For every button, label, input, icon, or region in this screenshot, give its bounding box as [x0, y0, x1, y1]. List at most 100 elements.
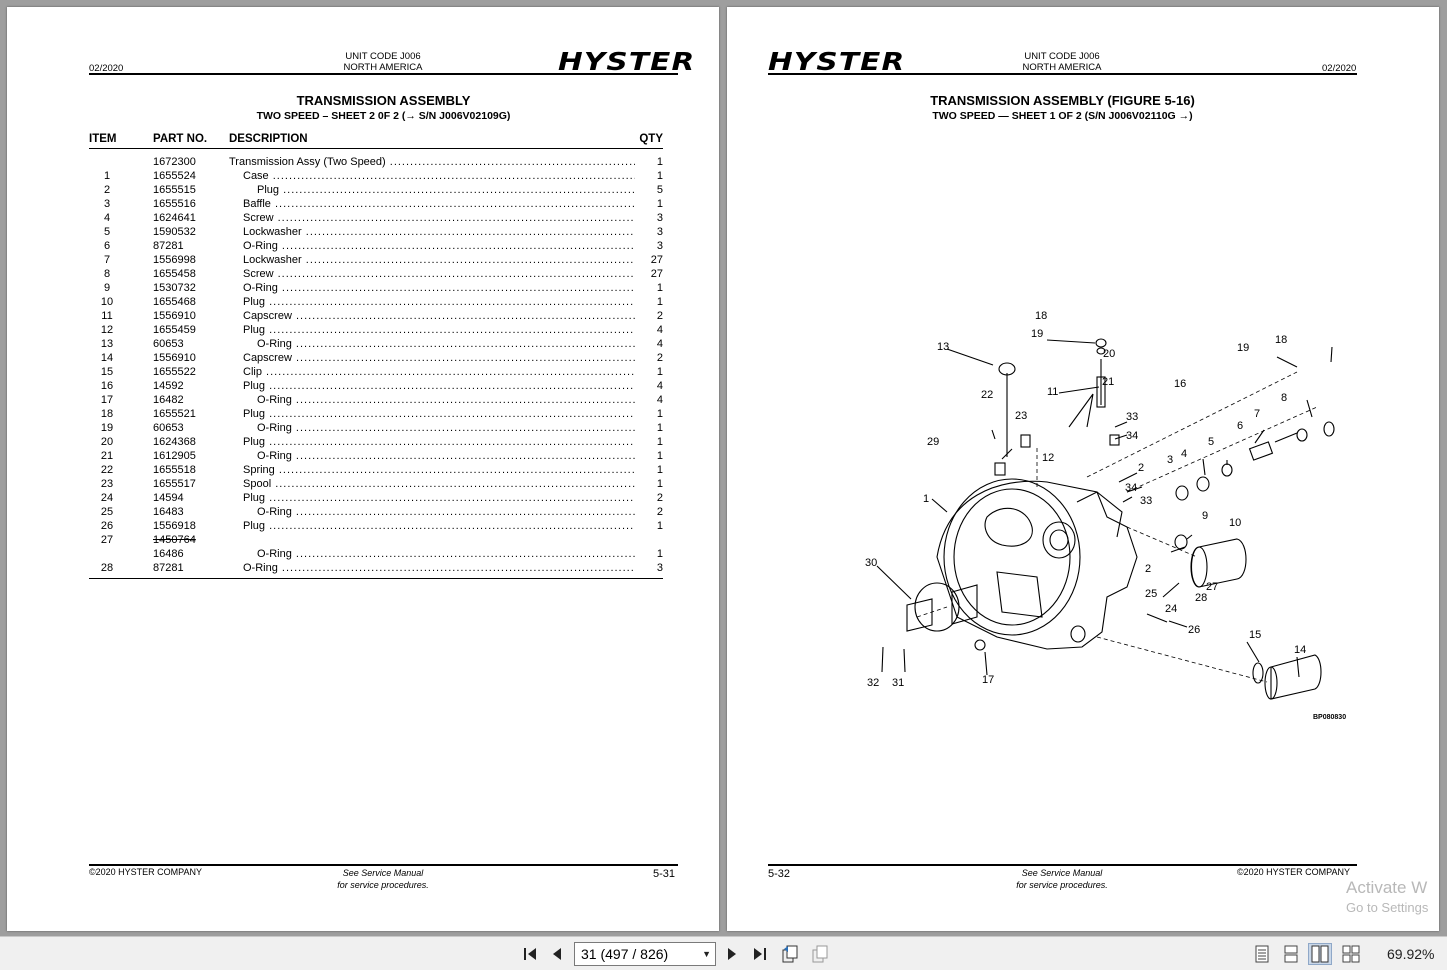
row-description: Plug ...................................… — [243, 491, 635, 505]
row-description-text: Screw — [243, 212, 274, 224]
row-description-text: O-Ring — [257, 506, 292, 518]
row-item: 28 — [100, 562, 114, 574]
row-item: 14 — [100, 352, 114, 364]
row-part-number: 14594 — [153, 492, 184, 504]
row-qty: 1 — [656, 464, 663, 476]
leader-dots: ........................................… — [305, 254, 635, 266]
svg-text:3: 3 — [1167, 454, 1173, 466]
row-part-number: 1556910 — [153, 310, 196, 322]
row-part-number: 1655524 — [153, 170, 196, 182]
last-page-icon[interactable] — [749, 943, 771, 965]
zoom-level[interactable]: 69.92% — [1387, 946, 1435, 962]
previous-view-icon[interactable] — [779, 943, 801, 965]
svg-text:21: 21 — [1102, 376, 1114, 388]
row-qty: 3 — [656, 226, 663, 238]
svg-text:19: 19 — [1237, 342, 1249, 354]
row-description-text: Capscrew — [243, 352, 292, 364]
row-description: Clip ...................................… — [243, 365, 635, 379]
footer-rule — [89, 864, 678, 866]
leader-dots: ........................................… — [389, 156, 635, 168]
page-5-31: 02/2020 UNIT CODE J006 NORTH AMERICA HYS… — [7, 7, 719, 931]
row-part-number: 14592 — [153, 380, 184, 392]
leader-dots: ........................................… — [295, 338, 635, 350]
row-description-text: O-Ring — [257, 422, 292, 434]
row-item: 12 — [100, 324, 114, 336]
activate-windows-watermark: Activate W Go to Settings — [1346, 878, 1428, 915]
svg-text:31: 31 — [892, 677, 904, 689]
svg-text:27: 27 — [1206, 581, 1218, 593]
next-page-icon[interactable] — [721, 943, 743, 965]
footer-note-line2: for service procedures. — [1016, 880, 1108, 890]
svg-text:15: 15 — [1249, 629, 1261, 641]
next-view-icon[interactable] — [809, 943, 831, 965]
row-part-number: 1655516 — [153, 198, 196, 210]
prev-page-icon[interactable] — [546, 943, 568, 965]
col-item: ITEM — [89, 133, 117, 145]
row-part-number: 1655518 — [153, 464, 196, 476]
row-qty: 4 — [656, 324, 663, 336]
svg-text:32: 32 — [867, 677, 879, 689]
row-description: Capscrew ...............................… — [243, 309, 635, 323]
row-part-number: 1655515 — [153, 184, 196, 196]
svg-text:14: 14 — [1294, 644, 1306, 656]
row-part-number: 1655517 — [153, 478, 196, 490]
leader-dots: ........................................… — [277, 268, 635, 280]
leader-dots: ........................................… — [269, 520, 635, 532]
row-qty: 2 — [656, 352, 663, 364]
svg-text:33: 33 — [1140, 495, 1152, 507]
svg-text:26: 26 — [1188, 624, 1200, 636]
row-description-text: Lockwasher — [243, 254, 302, 266]
row-part-number: 1655521 — [153, 408, 196, 420]
row-description: Screw ..................................… — [243, 267, 635, 281]
row-description: Case ...................................… — [243, 169, 635, 183]
row-part-number: 1612905 — [153, 450, 196, 462]
row-description: Spool ..................................… — [243, 477, 635, 491]
svg-text:28: 28 — [1195, 592, 1207, 604]
row-item: 26 — [100, 520, 114, 532]
first-page-icon[interactable] — [519, 943, 541, 965]
two-page-icon[interactable] — [1308, 943, 1332, 965]
row-description: O-Ring .................................… — [257, 421, 635, 435]
row-description-text: Capscrew — [243, 310, 292, 322]
svg-text:33: 33 — [1126, 411, 1138, 423]
leader-dots: ........................................… — [269, 492, 635, 504]
header-unit-code: UNIT CODE J006 NORTH AMERICA — [992, 51, 1132, 73]
row-description: O-Ring .................................… — [243, 281, 635, 295]
row-part-number: 1655522 — [153, 366, 196, 378]
row-description-text: Plug — [243, 380, 266, 392]
row-item: 3 — [103, 198, 111, 210]
row-qty: 1 — [656, 156, 663, 168]
two-page-continuous-icon[interactable] — [1339, 943, 1363, 965]
single-page-icon[interactable] — [1250, 943, 1274, 965]
row-part-number: 1556918 — [153, 520, 196, 532]
continuous-icon[interactable] — [1279, 943, 1303, 965]
row-qty: 27 — [650, 254, 663, 266]
svg-text:7: 7 — [1254, 408, 1260, 420]
row-qty: 1 — [656, 282, 663, 294]
svg-text:17: 17 — [982, 674, 994, 686]
leader-dots: ........................................… — [272, 170, 635, 182]
row-description: Plug ...................................… — [257, 183, 635, 197]
svg-text:1: 1 — [923, 493, 929, 505]
page-number-dropdown[interactable]: 31 (497 / 826) ▼ — [574, 942, 716, 966]
row-description-text: Clip — [243, 366, 262, 378]
header-rule — [89, 73, 678, 75]
svg-text:2: 2 — [1145, 563, 1151, 575]
footer-note-line1: See Service Manual — [1021, 868, 1103, 878]
svg-text:16: 16 — [1174, 378, 1186, 390]
hyster-logo: HYSTER — [558, 47, 696, 76]
table-end-rule — [89, 578, 663, 579]
row-qty: 3 — [656, 212, 663, 224]
svg-text:11: 11 — [1047, 386, 1058, 398]
row-description: Lockwasher .............................… — [243, 225, 635, 239]
svg-text:24: 24 — [1165, 603, 1177, 615]
